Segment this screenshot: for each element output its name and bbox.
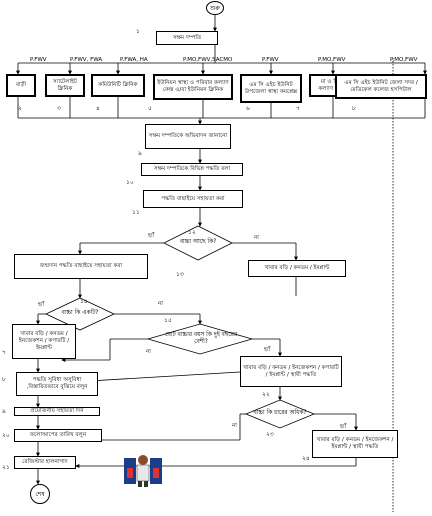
referral-label-1: P.FWV [30, 57, 47, 63]
facility-home: বাড়ী [6, 74, 36, 97]
no-child-options-box: খাবার বড়ি / কনডম / ইমপ্লান্ট [248, 260, 346, 277]
decision-age-gap-diamond [146, 323, 254, 355]
end-terminal: শেষ [30, 484, 50, 504]
branch-no-age-gap: না [146, 349, 151, 355]
step-number-18: ৮ [2, 376, 6, 383]
branch-yes-children: হ্যাঁ [148, 233, 155, 239]
step-number-4: ৪ [96, 105, 100, 112]
facility-union-center: ইউনিয়ন স্বাস্থ্য ও পরিবার কল্যাণ কেন্দ্… [153, 74, 233, 100]
branch-yes-one-child: হ্যাঁ [38, 302, 45, 308]
step-number-6: ৬ [246, 105, 250, 112]
decision-age-gap-text: ছোট বাচ্চার বয়স কি দুই বছরের বেশী? [164, 331, 238, 345]
step-number-2: ২ [18, 105, 22, 112]
decision-children-diamond [163, 225, 233, 261]
facility-satellite-clinic: স্যাটেলাইট ক্লিনিক [45, 74, 85, 97]
facility-community-clinic: কমিউনিটি ক্লিনিক [91, 74, 145, 97]
step-number-12: ১২ [188, 229, 196, 236]
step-number-22: ২২ [262, 391, 270, 398]
welcome-couple-box: সক্ষম দম্পতিকে অভিবাদন জানানো [145, 124, 231, 149]
step-number-15: ১৫ [164, 317, 172, 324]
branch-no-more-two: না [232, 423, 237, 429]
health-worker-figure [124, 455, 162, 487]
branch-no-children: না [254, 235, 259, 241]
referral-label-7: P.MO,FWV [390, 57, 418, 63]
step-number-10: ১০ [126, 179, 134, 186]
step-number-1: ১ [136, 28, 140, 35]
step-number-9: ৯ [138, 150, 142, 157]
decision-one-child-text: বাচ্চা কি একটি? [61, 310, 99, 317]
step-number-17: ৭ [2, 349, 6, 356]
facility-district-hospital: এম সি এইচ ইউনিট জেলা সদর / মেডিকেল কলেজ … [335, 74, 427, 99]
more-than-two-options-box: খাবার বড়ি / কনডম / ইনজেকশন / ইমপ্লান্ট … [312, 430, 398, 458]
step-number-5: ৫ [148, 105, 152, 112]
follow-up-box: ফলোআপের তারিখ বলুন [14, 429, 102, 442]
branch-yes-more-two: হ্যাঁ [340, 424, 347, 430]
branch-yes-age-gap: হ্যাঁ [264, 347, 271, 353]
referral-label-5: P.FWV [262, 57, 279, 63]
referral-label-3: P.FWA, HA [120, 57, 148, 63]
decision-one-child-diamond [45, 297, 115, 331]
branch-no-one-child: না [158, 301, 163, 307]
one-child-options-box: খাবার বড়ি / কনডম / ইনজেকশন / কপারটি / ই… [12, 324, 76, 359]
referral-label-6: P.MO,FWV [318, 57, 346, 63]
step-number-20: ২০ [2, 432, 10, 439]
help-use-box: প্রয়োজনীয় সহায়তা দিন [14, 407, 100, 416]
step-number-21: ২১ [2, 464, 10, 471]
register-update-box: রেজিস্টার হালনাগাদ [14, 456, 76, 469]
help-choose-box: পদ্ধতি বাছাইয়ে সহায়তা করা [143, 190, 243, 208]
method-help-box: জন্মদান পদ্ধতি বাছাইয়ে সহায়তা করা [14, 254, 148, 279]
step-number-13: ১৩ [176, 271, 184, 278]
inform-methods-box: সক্ষম দম্পতিকে বিভিন্ন পদ্ধতি বলা [141, 163, 243, 176]
facility-upazila-mch: এম সি এইচ ইউনিট উপজেলা স্বাস্থ্য কমপ্লেক… [240, 74, 302, 103]
start-terminal: শুরু [206, 1, 224, 15]
step-number-14: ১৪ [80, 298, 88, 305]
step-number-19: ৯ [2, 408, 6, 415]
pros-cons-box: পদ্ধতি সুবিধা অসুবিধা ,বিস্তারিতভাবে বুঝ… [16, 372, 98, 396]
referral-label-2: P.FWV, FWA [70, 57, 103, 63]
step-number-7: ৭ [296, 105, 300, 112]
step-number-24: ২৪ [302, 455, 310, 462]
step-number-8: ৮ [352, 105, 356, 112]
decision-more-two-text: বাচ্চা কি চারের অধিক? [253, 410, 307, 417]
step-number-23: ২৩ [266, 431, 274, 438]
decision-children-text: বাচ্চা আছে কি? [179, 239, 217, 246]
eligible-couple-box: সক্ষম দম্পতি [156, 31, 218, 45]
age-gap-options-box: খাবার বড়ি / কনডম / ইনজেকশন / কপারটি / ই… [240, 356, 342, 387]
decision-more-two-diamond [244, 399, 316, 429]
referral-label-4: P.MO,FWV,SACMO [183, 57, 233, 63]
step-number-3: ৩ [57, 105, 61, 112]
step-number-11: ১১ [132, 209, 140, 216]
